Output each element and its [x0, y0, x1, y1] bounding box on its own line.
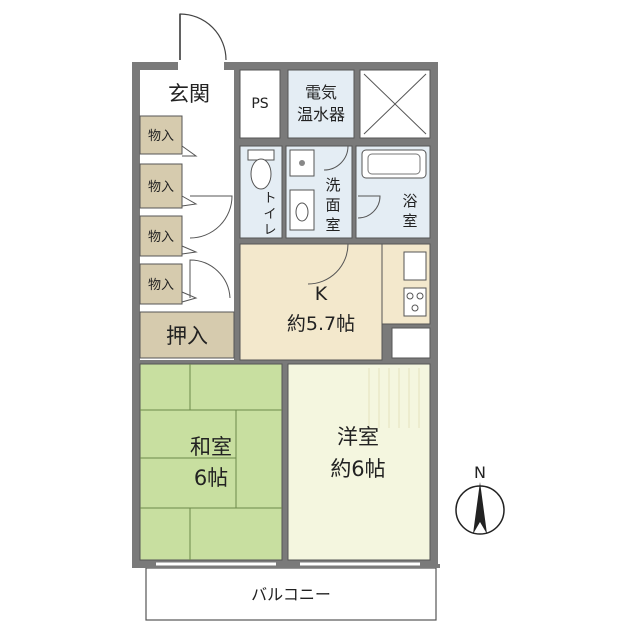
water-heater [287, 69, 355, 139]
toilet-label: イ [263, 207, 276, 222]
genkan-label-box [158, 78, 220, 106]
ps-shaft [239, 69, 281, 139]
balcony-label: バルコニー [251, 585, 331, 604]
burner-icon [411, 304, 419, 312]
oshiire-label: 押入 [166, 324, 208, 348]
genkan-label: 玄関 [168, 82, 210, 106]
storage-closet [139, 263, 183, 305]
youshitsu-size: 約6帖 [330, 457, 385, 481]
youshitsu-floor-grain [360, 368, 428, 428]
storage-label: 物入 [148, 278, 174, 293]
entrance-door-swing [179, 13, 227, 61]
stove [403, 287, 427, 317]
compass-rose: N [455, 463, 505, 535]
storage-closet [139, 215, 183, 257]
kitchen-room [239, 243, 383, 361]
hall-door-swing [189, 259, 231, 299]
burner-icon [416, 292, 424, 300]
washroom-label: 洗 [325, 176, 340, 194]
ps-label: PS [251, 96, 268, 112]
kitchen-sink [403, 251, 427, 281]
hall-door-swing [189, 195, 233, 239]
toilet-room [239, 145, 283, 239]
toilet-bowl [250, 158, 272, 190]
kitchen-size: 約5.7帖 [287, 313, 355, 335]
toilet-label: ト [263, 191, 276, 206]
toilet-label: レ [263, 223, 276, 238]
bathroom-door-swing [357, 195, 381, 219]
washroom-door-swing [323, 145, 349, 171]
water-heater-label-line1: 電気 [305, 83, 337, 102]
drain-icon [299, 160, 305, 166]
washitsu-size: 6帖 [194, 466, 228, 490]
burner-icon [406, 292, 414, 300]
washitsu-room [139, 363, 283, 561]
storage-label: 物入 [148, 230, 174, 245]
sink-basin-icon [295, 202, 309, 222]
balcony [145, 567, 437, 621]
entrance-door-frame [178, 58, 224, 70]
storage-closet [139, 115, 183, 155]
kitchen-name: K [315, 283, 328, 305]
storage-label: 物入 [148, 129, 174, 144]
water-heater-label-line2: 温水器 [297, 105, 345, 124]
bathroom-label: 室 [402, 212, 417, 230]
washroom-label: 面 [325, 196, 340, 214]
north-arrow-icon [473, 482, 487, 534]
fridge-space [391, 327, 431, 359]
oshiire-closet [139, 311, 235, 359]
tatami-lines [140, 364, 282, 560]
storage-closet [139, 163, 183, 209]
kitchen-door-swing [307, 243, 349, 285]
compass-north-label: N [474, 463, 486, 482]
youshitsu-name: 洋室 [337, 425, 379, 449]
storage-closets: 物入 物入 物入 物入 [139, 115, 198, 305]
bathroom-label: 浴 [402, 192, 417, 210]
washroom-label: 室 [325, 216, 340, 234]
washitsu-name: 和室 [190, 435, 232, 459]
storage-label: 物入 [148, 180, 174, 195]
